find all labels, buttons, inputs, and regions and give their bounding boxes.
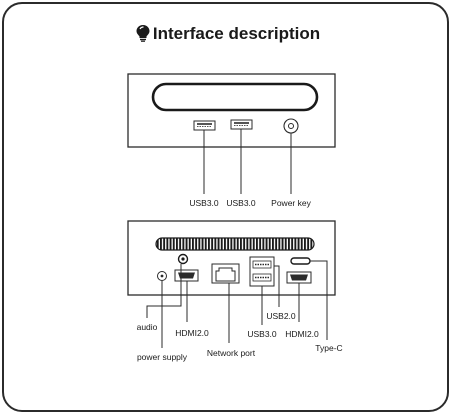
power-key: [283, 118, 299, 134]
diagram-card: [2, 2, 449, 412]
front-usb-port-1: [193, 120, 216, 131]
rear-vent-grille: [155, 237, 315, 251]
audio-jack: [177, 253, 189, 265]
page-title: Interface description: [0, 24, 455, 47]
leader-audio: [146, 264, 182, 318]
usb3-stack: [249, 256, 275, 287]
rear-panel: audio power supply HDMI2.0 Network port …: [127, 220, 343, 362]
front-panel: USB3.0 USB3.0 Power key: [127, 73, 336, 208]
hdmi-port-1: [174, 269, 199, 282]
label-rear-usb2: USB2.0: [266, 311, 296, 321]
label-front-usb-2: USB3.0: [226, 198, 256, 208]
leader-typec: [310, 260, 328, 340]
network-port: [211, 263, 240, 284]
label-hdmi-1: HDMI2.0: [175, 328, 209, 338]
label-rear-usb3: USB3.0: [247, 329, 277, 339]
label-hdmi-2: HDMI2.0: [285, 329, 319, 339]
label-power-supply: power supply: [137, 352, 188, 362]
power-supply-jack: [157, 271, 167, 281]
label-typec: Type-C: [315, 343, 342, 353]
label-network-port: Network port: [207, 348, 256, 358]
leader-usb2: [274, 265, 280, 307]
lightbulb-icon: [135, 24, 151, 47]
label-power-key: Power key: [271, 198, 311, 208]
hdmi-port-2: [286, 271, 312, 284]
front-slot: [151, 82, 319, 112]
label-audio: audio: [137, 322, 158, 332]
front-usb-port-2: [230, 119, 253, 130]
title-text: Interface description: [152, 24, 321, 43]
typec-port: [290, 257, 311, 265]
label-front-usb-1: USB3.0: [189, 198, 219, 208]
